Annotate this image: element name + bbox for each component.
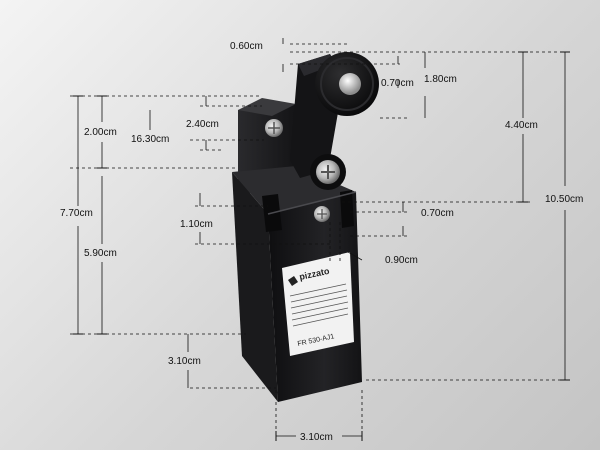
top-screw	[265, 119, 283, 137]
dim-label-0-90: 0.90cm	[385, 255, 418, 266]
dim-label-0-70-mid: 0.70cm	[421, 208, 454, 219]
dim-label-3-10-horizontal: 3.10cm	[300, 432, 333, 443]
dim-label-5-90: 5.90cm	[84, 248, 117, 259]
dimension-ticks	[73, 51, 570, 441]
dim-label-10-50: 10.50cm	[545, 194, 584, 205]
roller-wheel	[315, 52, 379, 116]
dim-label-0-60: 0.60cm	[230, 41, 263, 52]
dim-label-3-10-vertical: 3.10cm	[168, 356, 201, 367]
dim-label-0-70-top: 0.70cm	[381, 78, 414, 89]
dim-label-1-10: 1.10cm	[180, 219, 213, 230]
dim-label-16-30: 16.30cm	[131, 134, 170, 145]
dim-label-4-40: 4.40cm	[505, 120, 538, 131]
dim-label-7-70: 7.70cm	[60, 208, 93, 219]
product-label: pizzato FR 530-AJ1	[282, 252, 354, 356]
dim-label-2-40: 2.40cm	[186, 119, 219, 130]
dim-label-2-00: 2.00cm	[84, 127, 117, 138]
lever-screw	[310, 154, 346, 190]
body-screw	[314, 206, 330, 222]
dim-label-1-80: 1.80cm	[424, 74, 457, 85]
